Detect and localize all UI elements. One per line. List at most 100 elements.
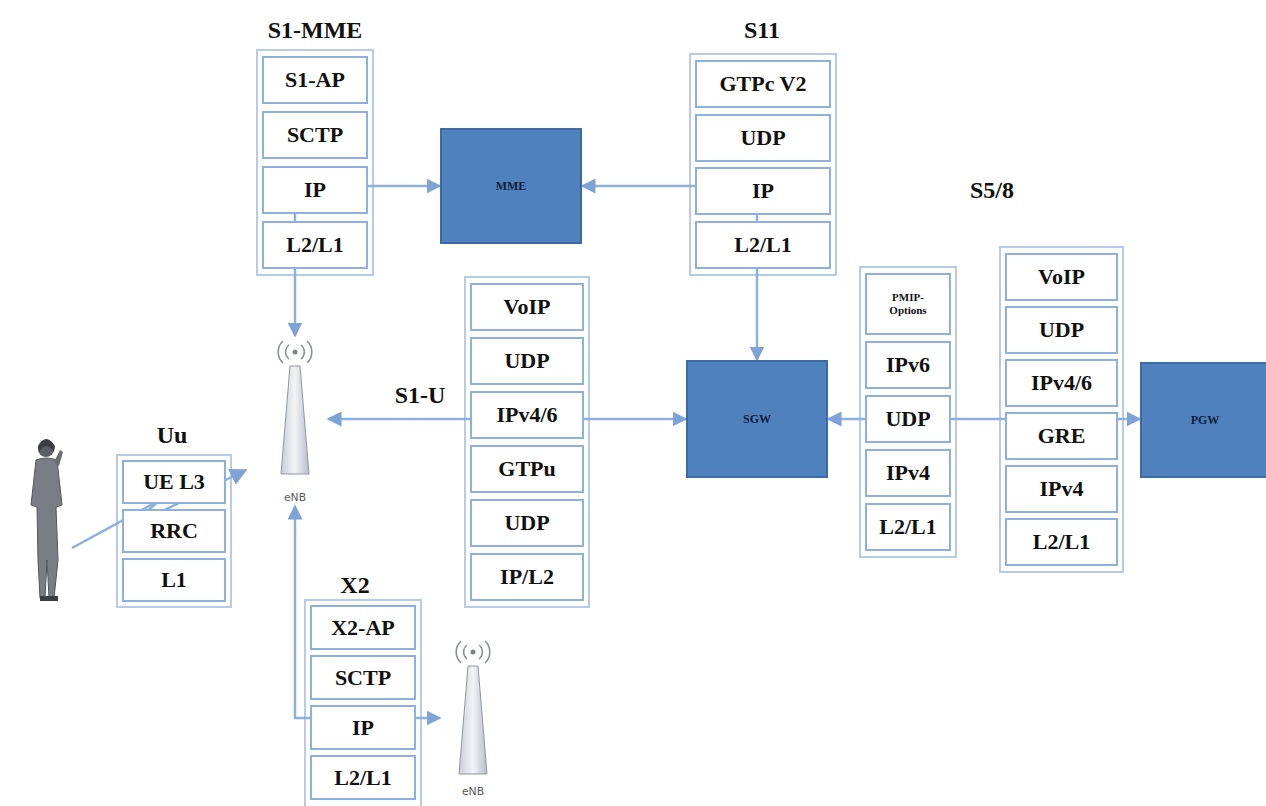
- protocol-layer-box: UDP: [865, 395, 951, 443]
- radio-wave: [307, 341, 312, 363]
- layer-name: UDP: [885, 406, 930, 432]
- layer-name: L2/L1: [286, 232, 343, 258]
- person-body: [31, 458, 62, 598]
- protocol-layer-box: UE L3: [122, 460, 226, 504]
- layer-name: IPv4: [1040, 476, 1084, 502]
- stack-frame: [1000, 247, 1123, 572]
- antenna-mast: [281, 366, 309, 474]
- protocol-layer-box: RRC: [122, 509, 226, 553]
- layer-name: PGW: [1191, 413, 1220, 428]
- protocol-layer-box: L2/L1: [262, 221, 368, 269]
- layer-name: S1-AP: [285, 67, 345, 93]
- interface-name: X2: [338, 572, 371, 599]
- protocol-layer-box: SCTP: [262, 111, 368, 159]
- protocol-layer-box: GTPc V2: [695, 60, 831, 108]
- protocol-layer-box: L2/L1: [310, 755, 416, 800]
- stack-frame: [257, 50, 373, 275]
- interface-name: S11: [742, 17, 782, 44]
- interface-name: Uu: [155, 422, 190, 449]
- network-element-box: SGW: [686, 360, 828, 478]
- layer-name: GTPc V2: [720, 71, 807, 97]
- layer-name: PMIP-Options: [882, 291, 934, 316]
- protocol-layer-box: IP: [310, 705, 416, 750]
- layer-name: UDP: [504, 348, 549, 374]
- base-station-icon: eNB: [440, 636, 506, 800]
- person-foot: [47, 596, 58, 601]
- layer-name: L2/L1: [879, 514, 936, 540]
- layer-name: L2/L1: [734, 232, 791, 258]
- protocol-layer-box: S1-AP: [262, 56, 368, 104]
- station-label: eNB: [440, 785, 506, 798]
- protocol-layer-box: GTPu: [470, 445, 584, 493]
- protocol-layer-box: UDP: [1005, 306, 1118, 354]
- layer-name: IPv4/6: [496, 402, 557, 428]
- person-figure: [31, 439, 63, 601]
- protocol-layer-box: UDP: [695, 114, 831, 162]
- layer-name: GTPu: [498, 456, 555, 482]
- layer-name: SGW: [743, 412, 771, 427]
- layer-name: IPv6: [886, 352, 930, 378]
- radio-wave: [456, 641, 461, 663]
- antenna-drawing: [440, 636, 506, 776]
- layer-name: IP: [304, 177, 326, 203]
- network-element-box: PGW: [1140, 362, 1266, 478]
- protocol-layer-box: L2/L1: [865, 503, 951, 551]
- protocol-layer-box: GRE: [1005, 412, 1118, 460]
- person-hair: [38, 439, 55, 452]
- layer-name: UDP: [504, 510, 549, 536]
- layer-name: GRE: [1038, 423, 1086, 449]
- antenna-mast: [459, 666, 487, 774]
- base-station-icon: eNB: [262, 336, 328, 506]
- radio-wave: [479, 645, 482, 659]
- stack-frame: [465, 277, 589, 607]
- layer-name: UDP: [740, 125, 785, 151]
- layer-name: SCTP: [287, 122, 343, 148]
- stack-frame: [117, 455, 231, 607]
- layer-name: X2-AP: [331, 615, 395, 641]
- layer-name: L2/L1: [334, 765, 391, 791]
- interface-name: S1-MME: [266, 17, 365, 44]
- protocol-layer-box: IPv4: [865, 449, 951, 497]
- layer-name: MME: [496, 179, 527, 194]
- radio-wave: [278, 341, 283, 363]
- layer-name: IPv4: [886, 460, 930, 486]
- layer-name: IP: [352, 715, 374, 741]
- protocol-layer-box: IPv4: [1005, 465, 1118, 513]
- layer-name: UE L3: [143, 469, 205, 495]
- interface-connector: [295, 506, 440, 718]
- protocol-layer-box: UDP: [470, 499, 584, 547]
- protocol-layer-box: X2-AP: [310, 605, 416, 650]
- protocol-layer-box: IP: [695, 167, 831, 215]
- protocol-layer-box: UDP: [470, 337, 584, 385]
- frame-group: [117, 50, 1123, 806]
- stack-frame: [860, 267, 956, 557]
- protocol-layer-box: IP: [262, 166, 368, 214]
- layer-name: IP: [752, 178, 774, 204]
- layer-name: L2/L1: [1033, 529, 1090, 555]
- radio-wave: [485, 641, 490, 663]
- station-label: eNB: [262, 491, 328, 504]
- antenna-dot: [293, 350, 298, 355]
- radio-wave: [286, 345, 289, 359]
- protocol-layer-box: L1: [122, 558, 226, 602]
- protocol-layer-box: L2/L1: [1005, 518, 1118, 566]
- layer-name: IPv4/6: [1031, 370, 1092, 396]
- layer-name: VoIP: [1038, 264, 1085, 290]
- interface-name: S5/8: [968, 177, 1016, 204]
- protocol-layer-box: IPv4/6: [1005, 359, 1118, 407]
- protocol-layer-box: PMIP-Options: [865, 273, 951, 335]
- protocol-layer-box: SCTP: [310, 655, 416, 700]
- radio-wave: [301, 345, 304, 359]
- layer-name: IP/L2: [500, 564, 554, 590]
- antenna-drawing: [262, 336, 328, 476]
- stack-frame: [690, 54, 836, 275]
- layer-name: UDP: [1039, 317, 1084, 343]
- protocol-layer-box: VoIP: [1005, 253, 1118, 301]
- network-element-box: MME: [440, 128, 582, 244]
- protocol-layer-box: VoIP: [470, 283, 584, 331]
- protocol-layer-box: IPv6: [865, 341, 951, 389]
- interface-name: S1-U: [393, 382, 448, 409]
- layer-name: SCTP: [335, 665, 391, 691]
